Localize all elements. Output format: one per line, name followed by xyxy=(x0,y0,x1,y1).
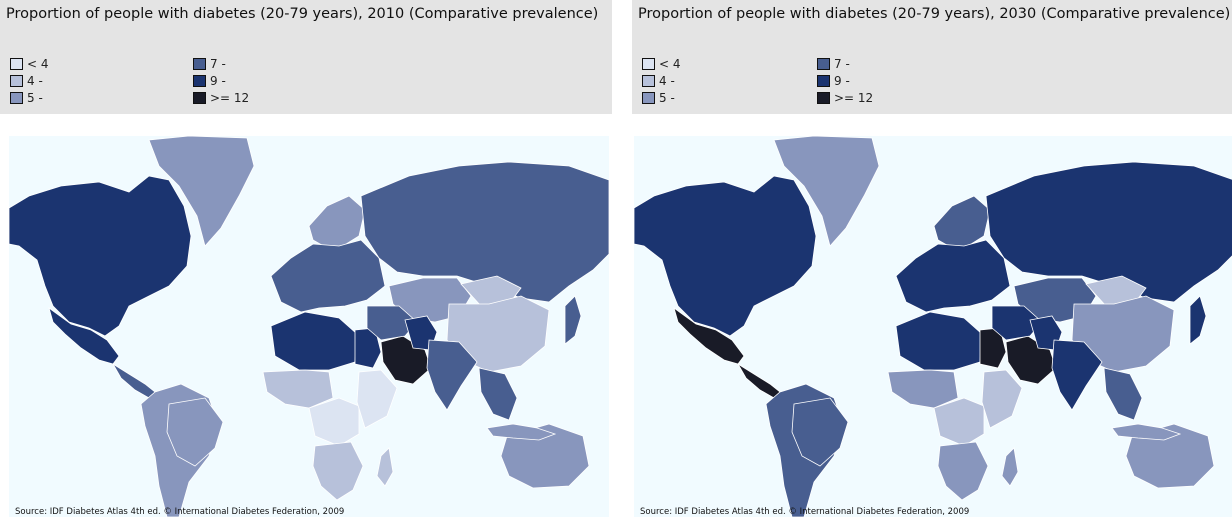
region-southern-africa[interactable] xyxy=(312,441,364,501)
region-europe-north[interactable] xyxy=(933,195,991,249)
region-greenland[interactable] xyxy=(148,136,255,247)
region-middle-east[interactable] xyxy=(366,305,418,341)
region-mongolia[interactable] xyxy=(1085,275,1147,307)
region-greenland[interactable] xyxy=(773,136,880,247)
region-australia[interactable] xyxy=(1125,423,1215,489)
legend-swatch xyxy=(642,75,655,87)
legend-swatch xyxy=(193,58,206,70)
legend-label: 5 - xyxy=(27,91,43,105)
legend-label: 7 - xyxy=(834,57,850,71)
legend-swatch xyxy=(817,92,830,104)
region-indonesia[interactable] xyxy=(1111,423,1182,441)
region-north-america[interactable] xyxy=(634,175,817,337)
region-west-africa[interactable] xyxy=(262,369,334,409)
region-mongolia[interactable] xyxy=(460,275,522,307)
legend-item: 9 - xyxy=(193,73,226,89)
legend-header: Proportion of people with diabetes (20-7… xyxy=(0,0,612,114)
legend-swatch xyxy=(193,92,206,104)
legend-label: < 4 xyxy=(659,57,681,71)
region-brazil[interactable] xyxy=(791,397,849,467)
legend-swatch xyxy=(10,75,23,87)
region-southeast-asia[interactable] xyxy=(1103,367,1143,421)
region-india[interactable] xyxy=(1051,339,1103,411)
source-note: Source: IDF Diabetes Atlas 4th ed. © Int… xyxy=(15,507,345,517)
legend-label: 7 - xyxy=(210,57,226,71)
legend-label: 9 - xyxy=(210,74,226,88)
region-central-africa[interactable] xyxy=(933,397,985,447)
region-north-africa[interactable] xyxy=(895,311,983,371)
region-middle-east[interactable] xyxy=(991,305,1043,341)
legend-item: 4 - xyxy=(642,73,675,89)
legend-label: 9 - xyxy=(834,74,850,88)
region-east-africa[interactable] xyxy=(981,369,1023,429)
region-europe[interactable] xyxy=(895,239,1011,313)
region-madagascar[interactable] xyxy=(376,447,394,487)
legend-header: Proportion of people with diabetes (20-7… xyxy=(632,0,1232,114)
source-note: Source: IDF Diabetes Atlas 4th ed. © Int… xyxy=(640,507,970,517)
map-title: Proportion of people with diabetes (20-7… xyxy=(638,6,1231,22)
world-map[interactable]: Source: IDF Diabetes Atlas 4th ed. © Int… xyxy=(634,136,1232,517)
region-southeast-asia[interactable] xyxy=(478,367,518,421)
legend-label: < 4 xyxy=(27,57,49,71)
legend-item: < 4 xyxy=(10,56,49,72)
legend-item: < 4 xyxy=(642,56,681,72)
legend-label: 4 - xyxy=(27,74,43,88)
region-central-america[interactable] xyxy=(112,363,156,399)
world-map-svg xyxy=(634,136,1232,517)
region-japan[interactable] xyxy=(1189,295,1207,345)
legend-swatch xyxy=(817,75,830,87)
region-central-america[interactable] xyxy=(737,363,781,399)
region-north-america[interactable] xyxy=(9,175,192,337)
region-europe[interactable] xyxy=(270,239,386,313)
region-east-africa[interactable] xyxy=(356,369,398,429)
legend-item: 5 - xyxy=(10,90,43,106)
legend-swatch xyxy=(642,58,655,70)
legend-label: >= 12 xyxy=(210,91,250,105)
region-brazil[interactable] xyxy=(166,397,224,467)
legend-item: >= 12 xyxy=(817,90,873,106)
region-australia[interactable] xyxy=(500,423,590,489)
region-europe-north[interactable] xyxy=(308,195,366,249)
legend-item: 9 - xyxy=(817,73,850,89)
legend-item: 7 - xyxy=(193,56,226,72)
map-panel-2010: Proportion of people with diabetes (20-7… xyxy=(0,0,612,517)
map-title: Proportion of people with diabetes (20-7… xyxy=(6,6,599,22)
legend-label: 5 - xyxy=(659,91,675,105)
region-north-africa[interactable] xyxy=(270,311,358,371)
world-map-svg xyxy=(9,136,609,517)
legend-swatch xyxy=(10,92,23,104)
region-southern-africa[interactable] xyxy=(937,441,989,501)
legend-swatch xyxy=(193,75,206,87)
region-russia[interactable] xyxy=(360,161,609,303)
world-map[interactable]: Source: IDF Diabetes Atlas 4th ed. © Int… xyxy=(9,136,609,517)
legend-item: >= 12 xyxy=(193,90,249,106)
region-west-africa[interactable] xyxy=(887,369,959,409)
legend-swatch xyxy=(817,58,830,70)
region-central-africa[interactable] xyxy=(308,397,360,447)
legend-swatch xyxy=(642,92,655,104)
region-madagascar[interactable] xyxy=(1001,447,1019,487)
legend-item: 7 - xyxy=(817,56,850,72)
legend-label: 4 - xyxy=(659,74,675,88)
region-russia[interactable] xyxy=(985,161,1232,303)
legend-item: 4 - xyxy=(10,73,43,89)
region-japan[interactable] xyxy=(564,295,582,345)
legend-swatch xyxy=(10,58,23,70)
legend-item: 5 - xyxy=(642,90,675,106)
region-india[interactable] xyxy=(426,339,478,411)
legend-label: >= 12 xyxy=(834,91,874,105)
region-indonesia[interactable] xyxy=(486,423,557,441)
map-panel-2030: Proportion of people with diabetes (20-7… xyxy=(632,0,1232,517)
